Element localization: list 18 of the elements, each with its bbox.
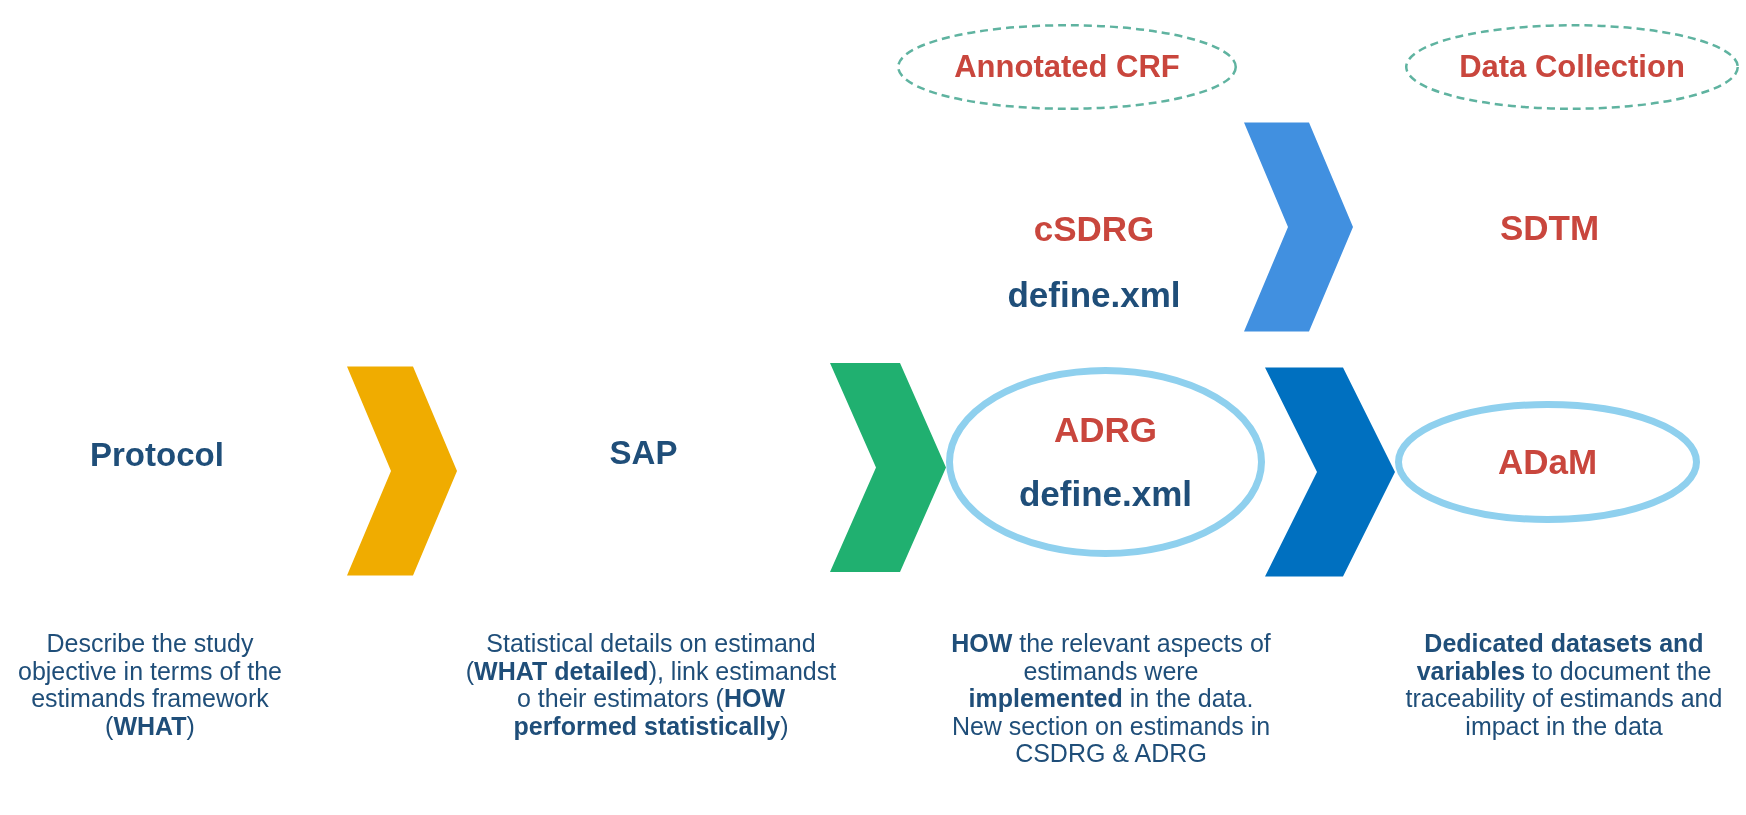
node-label: cSDRG (1033, 208, 1155, 249)
chevron-arrow (1265, 367, 1395, 577)
node-label: SAP (609, 434, 678, 472)
node-label: Protocol (90, 436, 224, 474)
node-label: SDTM (1499, 207, 1600, 249)
node-label: ADaM (1497, 441, 1598, 483)
node-label: ADRG (1053, 409, 1158, 450)
node-label: Annotated CRF (954, 49, 1180, 85)
node-label: Data Collection (1459, 49, 1685, 85)
chevron-arrow (1244, 122, 1353, 332)
chevron-arrow (347, 366, 457, 576)
description-text: HOW the relevant aspects of estimands were implemented in the data. New section on estimands in CSDRG & ADRG (950, 630, 1272, 768)
node-label: define.xml (1007, 275, 1181, 316)
description-text: Statistical details on estimand (WHAT detailed), link estimandst o their estimators (HOW performed statistically) (465, 630, 837, 740)
description-text: Describe the study objective in terms of the estimands framework (WHAT) (17, 630, 283, 740)
node-label: define.xml (1018, 474, 1193, 515)
description-text: Dedicated datasets and variables to document the traceability of estimands and impact in the data (1404, 630, 1724, 740)
chevron-arrow (830, 363, 946, 572)
